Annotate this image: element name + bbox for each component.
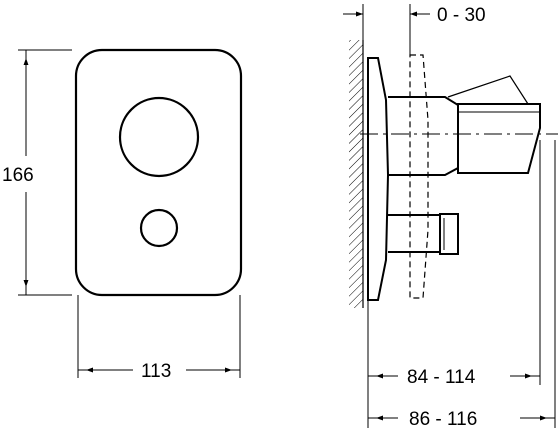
- valve-body: [388, 96, 459, 176]
- offset-dimension: 0 - 30: [343, 4, 486, 55]
- offset-label: 0 - 30: [437, 5, 486, 26]
- depth-dimensions: 84 - 114 86 - 116: [367, 140, 556, 430]
- adjustment-outline: [409, 54, 429, 299]
- front-view: 166 113: [2, 48, 243, 382]
- mixer-knob: [118, 96, 200, 178]
- depth-label-1: 84 - 114: [407, 367, 476, 388]
- diverter-stem: [388, 214, 441, 253]
- height-dimension: 166: [2, 49, 72, 296]
- diverter-knob: [139, 208, 179, 248]
- depth-label-2: 86 - 116: [409, 409, 477, 430]
- lever-top: [447, 75, 529, 105]
- height-label: 166: [2, 165, 34, 186]
- side-view: 0 - 30 84 - 114 86 - 116: [343, 4, 558, 430]
- plate-profile: [367, 57, 390, 301]
- wall-hatch: [349, 40, 363, 308]
- cover-plate: [74, 48, 243, 297]
- width-label: 113: [141, 361, 171, 382]
- width-dimension: 113: [77, 295, 241, 382]
- diverter-cap: [439, 213, 459, 255]
- lever-handle: [457, 103, 541, 174]
